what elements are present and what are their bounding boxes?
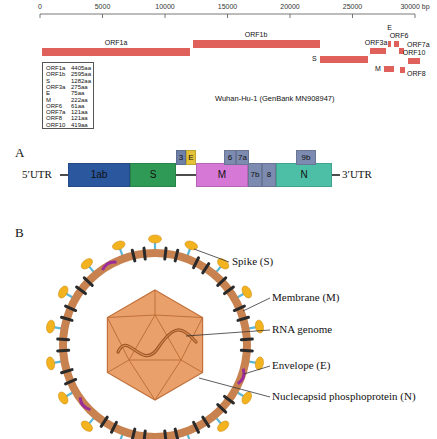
scale-number: 5000 (95, 3, 111, 10)
gene-box: M (196, 163, 248, 187)
table-cell: ORF6 (46, 103, 62, 109)
gene-label: 8 (267, 171, 271, 179)
scale-number: 10000 (155, 3, 174, 10)
gene-box: 8 (262, 163, 276, 187)
table-cell: M (46, 97, 51, 103)
orf-label: ORF3a (365, 39, 388, 46)
table-cell: E (46, 90, 50, 96)
orf-bar: ORF8 (400, 67, 405, 73)
table-cell: ORF3a (46, 84, 65, 90)
gene-label: E (188, 154, 193, 162)
gene-label: M (218, 170, 226, 180)
part-label: Spike (S) (232, 256, 273, 267)
panel-letter: A (15, 146, 24, 159)
gene-label: 9b (302, 154, 311, 162)
scale-number: 20000 (280, 3, 299, 10)
part-label: Membrane (M) (272, 292, 340, 303)
gene-label: 1ab (91, 170, 108, 180)
orf-label: ORF10 (403, 49, 426, 56)
orf-label: S (312, 55, 317, 62)
part-label: Envelope (E) (272, 360, 330, 371)
gene-box: 1ab (68, 163, 130, 187)
orf-label: ORF7a (407, 41, 430, 48)
orf-bar: ORF10 (408, 58, 420, 64)
gene-label: S (150, 170, 157, 180)
orf-bar: ORF3a (370, 48, 386, 54)
orf-bar: S (320, 56, 368, 63)
table-cell: 121aa (71, 109, 88, 115)
table-cell: 1282aa (71, 78, 91, 84)
gene-box: 3 (176, 150, 186, 165)
gene-label: 7b (251, 171, 260, 179)
gene-label: 6 (228, 154, 232, 162)
part-label: RNA genome (272, 324, 332, 335)
table-cell: S (46, 78, 50, 84)
gene-box: E (186, 150, 196, 165)
gene-label: 7a (238, 154, 247, 162)
orf-label: M (375, 65, 381, 72)
orf-label: ORF1a (105, 39, 128, 46)
leader-lines (186, 249, 270, 397)
table-cell: ORF8 (46, 115, 62, 121)
orf-bar: E (388, 41, 391, 47)
table-cell: 2595aa (71, 71, 91, 77)
scale-number: 25000 (343, 3, 362, 10)
table-cell: ORF10 (46, 122, 65, 128)
table-cell: ORF7a (46, 109, 65, 115)
gene-box: 6 (224, 150, 236, 165)
strain-label: Wuhan-Hu-1 (GenBank MN908947) (215, 95, 335, 103)
gene-box: 9b (296, 150, 316, 165)
orf-bar: ORF1b (193, 40, 320, 48)
orf-bar: M (384, 66, 394, 72)
table-cell: 222aa (71, 97, 88, 103)
utr-label: 3′UTR (342, 169, 372, 180)
orf-label: ORF1b (245, 31, 268, 38)
scale-number: 30000 bp (400, 3, 429, 10)
orf-label: ORF8 (407, 70, 426, 77)
utr-label: 5′UTR (22, 169, 52, 180)
panel-letter: B (15, 226, 24, 239)
table-cell: ORF1b (46, 71, 65, 77)
part-label: Nuclecapsid phosphoprotein (N) (272, 391, 416, 402)
orf-bar: ORF1a (42, 48, 190, 56)
orf-length-table: ORF1a 4405aaORF1b 2595aaS 1282aaORF3a 275aaE… (42, 62, 94, 129)
gene-box: 7b (248, 163, 262, 187)
scale-number: 0 (38, 3, 42, 10)
orf-label: ORF6 (390, 32, 409, 39)
table-cell: 275aa (71, 84, 88, 90)
gene-label: 3 (179, 154, 183, 162)
virus-illustration (46, 235, 265, 439)
table-cell: 61aa (71, 103, 84, 109)
table-cell: 419aa (71, 122, 88, 128)
table-cell: ORF1a (46, 65, 65, 71)
scale-number: 15000 (218, 3, 237, 10)
orf-bar: ORF6 (394, 41, 399, 47)
gene-box: N (276, 163, 332, 187)
gene-label: N (300, 170, 307, 180)
table-cell: 4405aa (71, 65, 91, 71)
gene-box: S (130, 163, 176, 187)
table-cell: 75aa (71, 90, 84, 96)
scale-ruler (40, 14, 415, 18)
orf-label: E (387, 24, 392, 31)
table-cell: 121aa (71, 115, 88, 121)
